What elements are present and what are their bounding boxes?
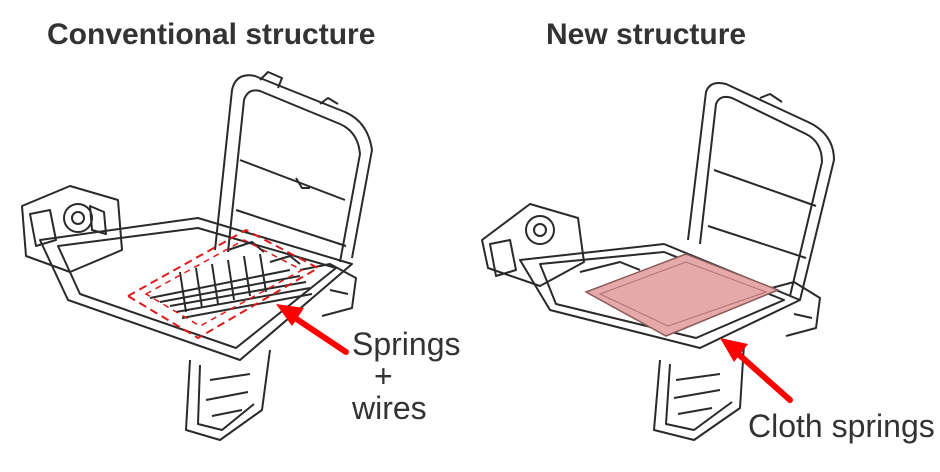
conventional-seat-frame (21, 71, 373, 441)
cloth-springs-arrow (720, 338, 793, 403)
springs-label: Springs (352, 326, 461, 362)
new-structure-title: New structure (546, 18, 747, 51)
plus-label: + (374, 358, 393, 394)
new-seat-frame (481, 82, 835, 441)
cloth-springs-label: Cloth springs (748, 408, 935, 444)
springs-arrow (276, 304, 349, 355)
wires-label: wires (352, 390, 427, 426)
springs-highlight-box (126, 228, 321, 340)
cloth-spring-panel (584, 253, 781, 337)
conventional-structure-title: Conventional structure (47, 18, 376, 51)
